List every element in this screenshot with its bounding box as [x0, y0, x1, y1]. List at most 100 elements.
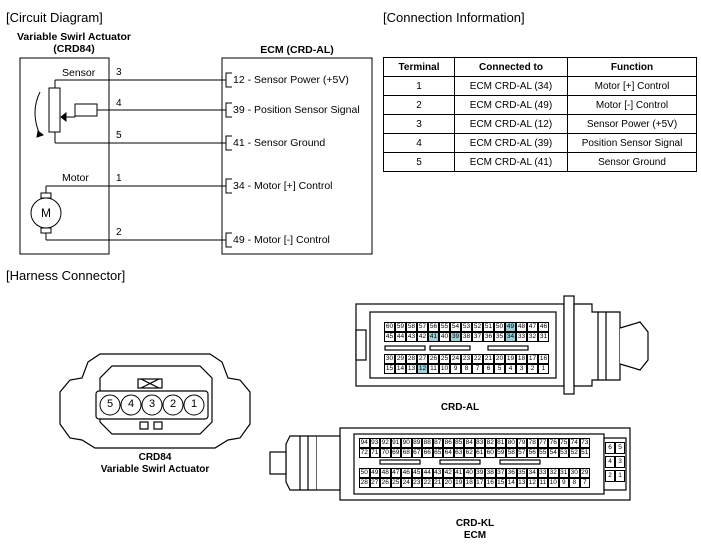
crd-al-pin: 42	[417, 332, 428, 342]
crd-kl-caption-sub: ECM	[463, 530, 487, 541]
crd-kl-pin: 44	[422, 468, 433, 478]
crd-kl-pin: 83	[474, 438, 485, 448]
crd-kl-pin: 25	[390, 478, 401, 488]
crd84-caption-sub: Variable Swirl Actuator	[100, 464, 210, 475]
crd-al-pin: 26	[428, 354, 439, 364]
crd-kl-pin: 20	[443, 478, 454, 488]
crd-al-pin: 49	[505, 322, 516, 332]
actuator-title: Variable Swirl Actuator	[17, 31, 131, 43]
ecm-signal-34: 34 - Motor [+] Control	[233, 180, 333, 192]
crd-al-pin: 21	[483, 354, 494, 364]
sensor-label: Sensor	[62, 67, 96, 79]
crd-kl-pin: 7	[579, 478, 590, 488]
crd-al-pin: 10	[439, 364, 450, 374]
crd-al-pin: 9	[450, 364, 461, 374]
crd-kl-pin: 10	[548, 478, 559, 488]
crd-kl-pin: 30	[569, 468, 580, 478]
crd-al-pin: 35	[494, 332, 505, 342]
crd-al-pin: 33	[516, 332, 527, 342]
crd-kl-pin: 22	[422, 478, 433, 488]
crd-al-pin: 60	[384, 322, 395, 332]
crd-kl-pin: 92	[380, 438, 391, 448]
crd-kl-pin: 50	[359, 468, 370, 478]
crd-al-pin: 18	[516, 354, 527, 364]
potentiometer-symbol	[34, 80, 98, 143]
crd-kl-pin: 76	[548, 438, 559, 448]
crd-kl-pin: 66	[422, 448, 433, 458]
crd-al-pin: 34	[505, 332, 516, 342]
crd-al-pin: 58	[406, 322, 417, 332]
crd-kl-pin: 45	[411, 468, 422, 478]
crd-kl-pin: 85	[453, 438, 464, 448]
crd-kl-pin: 38	[485, 468, 496, 478]
crd-kl-pin: 36	[506, 468, 517, 478]
crd-kl-pin: 89	[411, 438, 422, 448]
crd-kl-pin: 42	[443, 468, 454, 478]
crd-kl-pin: 94	[359, 438, 370, 448]
crd-al-pin: 24	[450, 354, 461, 364]
crd-al-pin: 57	[417, 322, 428, 332]
crd-kl-pin: 8	[569, 478, 580, 488]
crd-kl-pin: 67	[411, 448, 422, 458]
crd-kl-pin: 12	[527, 478, 538, 488]
crd-al-pin: 19	[505, 354, 516, 364]
crd-al-pin: 29	[395, 354, 406, 364]
crd-kl-pin: 29	[579, 468, 590, 478]
crd-kl-pin: 18	[464, 478, 475, 488]
crd-kl-side-pin: 3	[615, 456, 625, 468]
crd-al-pin: 20	[494, 354, 505, 364]
crd84-pin-5: 5	[106, 398, 114, 410]
crd-al-pin: 3	[516, 364, 527, 374]
crd-kl-pin: 60	[485, 448, 496, 458]
crd-kl-pin: 43	[432, 468, 443, 478]
crd-kl-pin: 9	[558, 478, 569, 488]
ecm-signal-41: 41 - Sensor Ground	[233, 137, 326, 149]
crd84-pin-4: 4	[127, 398, 135, 410]
crd-al-pin: 4	[505, 364, 516, 374]
crd-kl-pin: 40	[464, 468, 475, 478]
crd-kl-side-pin: 2	[605, 470, 615, 482]
crd-kl-pin: 39	[474, 468, 485, 478]
motor-label: Motor	[62, 172, 89, 184]
circuit-diagram-heading: [Circuit Diagram]	[6, 10, 103, 25]
crd-kl-pin: 91	[390, 438, 401, 448]
crd-kl-pin: 34	[527, 468, 538, 478]
crd-kl-pin: 41	[453, 468, 464, 478]
crd-kl-pin: 21	[432, 478, 443, 488]
crd-kl-pin: 88	[422, 438, 433, 448]
actuator-pin-5: 5	[116, 130, 122, 141]
crd-al-pin: 44	[395, 332, 406, 342]
crd-kl-pin: 37	[495, 468, 506, 478]
connection-table: Terminal Connected to Function 1 ECM CRD…	[383, 57, 697, 172]
crd-kl-pin: 46	[401, 468, 412, 478]
crd-kl-pin: 62	[464, 448, 475, 458]
table-row: 5 ECM CRD-AL (41) Sensor Ground	[383, 152, 697, 172]
crd-al-pin: 36	[483, 332, 494, 342]
crd-kl-pin: 23	[411, 478, 422, 488]
crd-kl-pin: 71	[369, 448, 380, 458]
table-row: 3 ECM CRD-AL (12) Sensor Power (+5V)	[383, 114, 697, 134]
crd-kl-pin: 33	[537, 468, 548, 478]
crd-kl-pin: 27	[369, 478, 380, 488]
crd-al-pin: 23	[461, 354, 472, 364]
crd-kl-side-pin: 1	[615, 470, 625, 482]
crd-al-pin: 46	[538, 322, 549, 332]
crd-kl-pin: 16	[485, 478, 496, 488]
crd-kl-pin: 73	[579, 438, 590, 448]
crd-al-pin: 1	[538, 364, 549, 374]
crd-kl-pin: 24	[401, 478, 412, 488]
crd-al-pin: 53	[461, 322, 472, 332]
crd-al-pin: 14	[395, 364, 406, 374]
crd-al-pin: 48	[516, 322, 527, 332]
ecm-signal-49: 49 - Motor [-] Control	[233, 234, 330, 246]
crd-kl-pin: 19	[453, 478, 464, 488]
crd84-caption: CRD84	[138, 452, 172, 463]
crd-al-pin: 15	[384, 364, 395, 374]
crd-kl-pin: 54	[548, 448, 559, 458]
crd-kl-pin: 64	[443, 448, 454, 458]
crd-al-pin: 51	[483, 322, 494, 332]
crd-kl-pin: 93	[369, 438, 380, 448]
crd84-pin-circles	[99, 394, 205, 416]
crd-al-pin: 41	[428, 332, 439, 342]
